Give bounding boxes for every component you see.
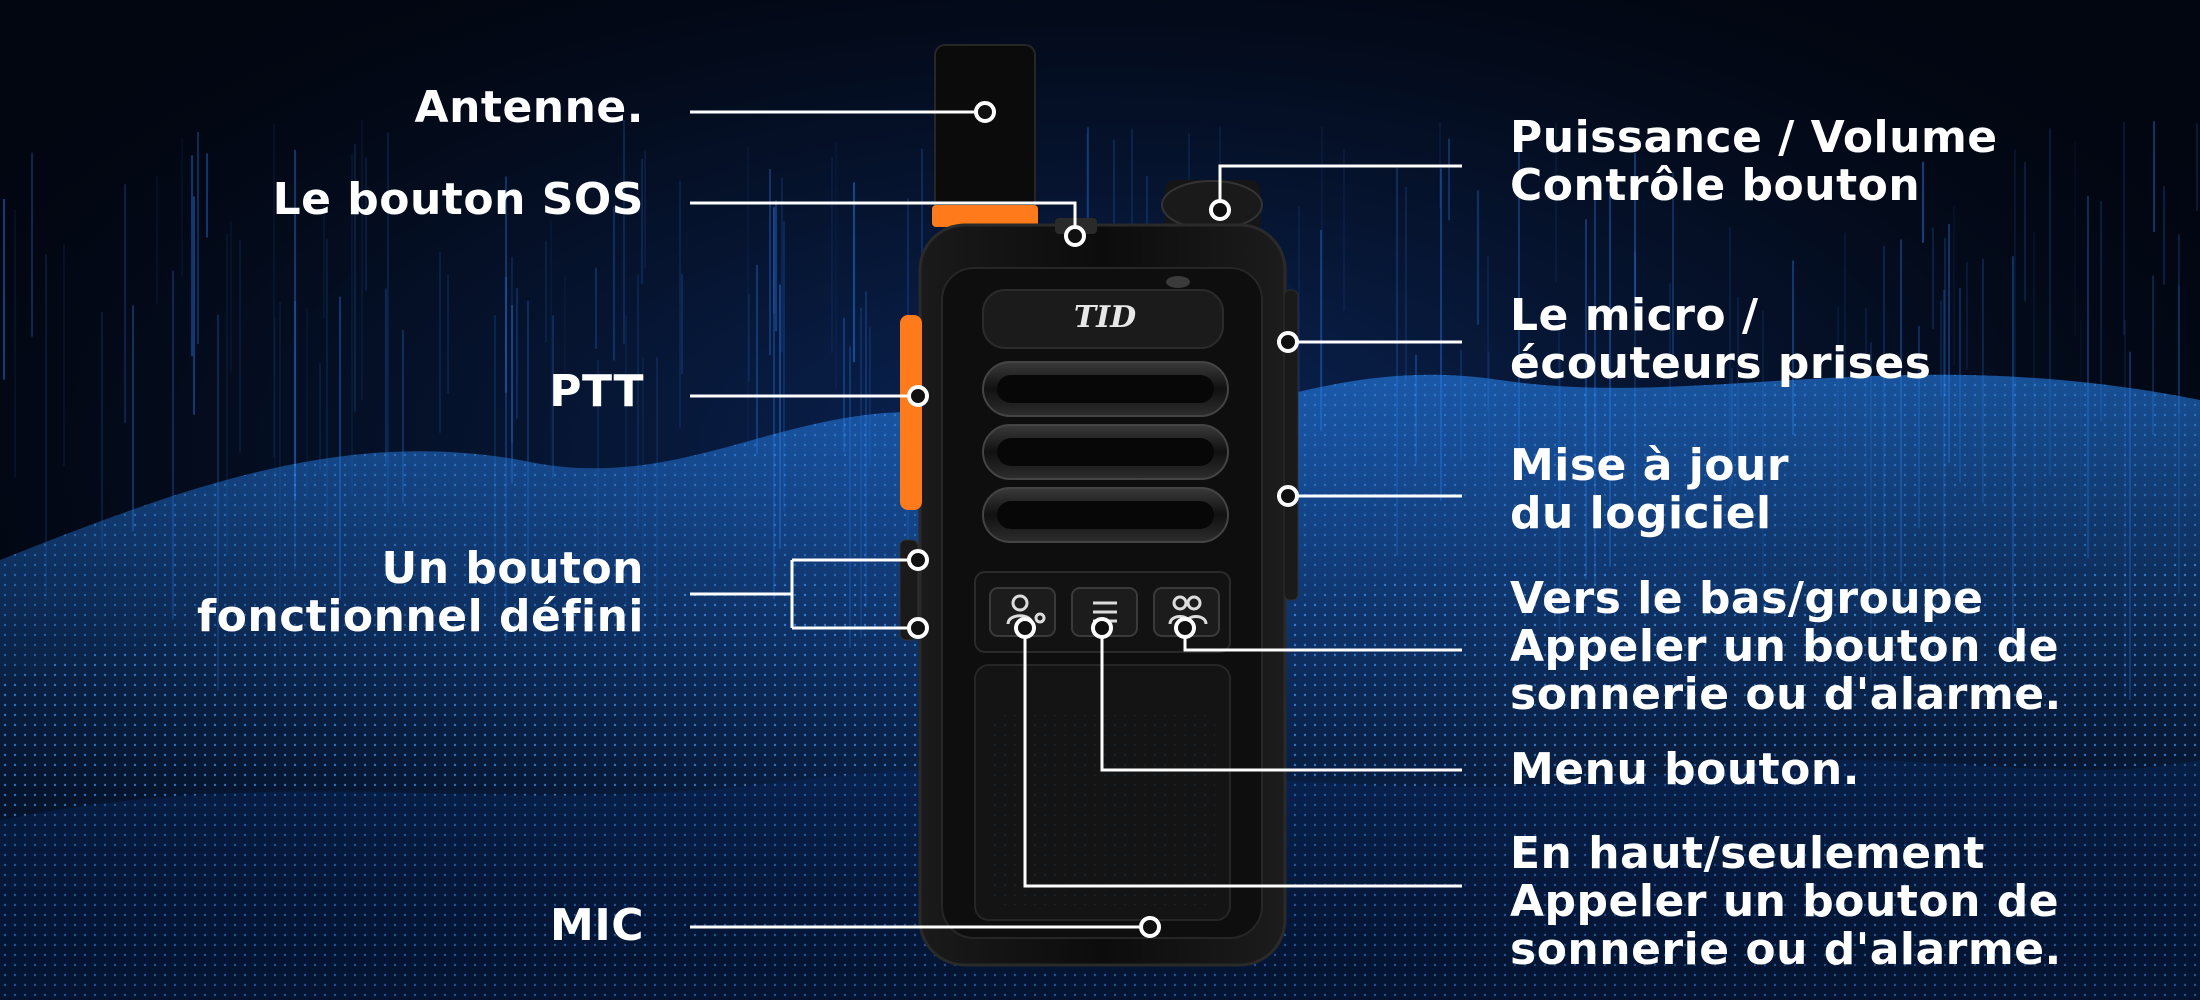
pin-marker bbox=[1174, 617, 1196, 639]
label-down-group: Vers le bas/groupe Appeler un bouton de … bbox=[1510, 575, 2062, 719]
label-mic-earphone: Le micro / écouteurs prises bbox=[1510, 292, 1931, 388]
label-software-update: Mise à jour du logiciel bbox=[1510, 442, 1789, 538]
pin-marker bbox=[1277, 331, 1299, 353]
label-up-only: En haut/seulement Appeler un bouton de s… bbox=[1510, 830, 2062, 974]
leader-line bbox=[690, 201, 1077, 232]
pin-marker bbox=[1091, 617, 1113, 639]
label-menu: Menu bouton. bbox=[1510, 744, 1860, 795]
label-line: Puissance / Volume bbox=[1510, 112, 1998, 163]
leader-line bbox=[1218, 164, 1462, 210]
label-power-volume: Puissance / Volume Contrôle bouton bbox=[1510, 114, 1998, 210]
label-line: Contrôle bouton bbox=[1510, 160, 1921, 211]
pin-marker bbox=[1064, 225, 1086, 247]
label-sos-button: Le bouton SOS bbox=[272, 174, 644, 225]
label-line: Mise à jour bbox=[1510, 440, 1790, 491]
label-line: Un bouton bbox=[381, 543, 644, 594]
label-line: sonnerie ou d'alarme. bbox=[1510, 669, 2062, 720]
label-antenna: Antenne. bbox=[414, 82, 644, 133]
pin-marker bbox=[1014, 617, 1036, 639]
label-line: Vers le bas/groupe bbox=[1510, 573, 1984, 624]
label-line: du logiciel bbox=[1510, 488, 1772, 539]
pin-marker bbox=[907, 385, 929, 407]
pin-marker bbox=[1209, 199, 1231, 221]
label-line: écouteurs prises bbox=[1510, 338, 1932, 389]
label-line: sonnerie ou d'alarme. bbox=[1510, 924, 2062, 975]
label-line: Le micro / bbox=[1510, 290, 1759, 341]
label-line: En haut/seulement bbox=[1510, 828, 1985, 879]
pin-marker bbox=[1277, 485, 1299, 507]
leader-line bbox=[1183, 628, 1462, 652]
label-line: fonctionnel défini bbox=[197, 591, 644, 642]
leader-line bbox=[1100, 628, 1462, 772]
label-line: Appeler un bouton de bbox=[1510, 876, 2060, 927]
label-ptt: PTT bbox=[549, 366, 644, 417]
label-line: Appeler un bouton de bbox=[1510, 621, 2060, 672]
pin-marker bbox=[907, 549, 929, 571]
pin-marker bbox=[907, 617, 929, 639]
brand-logo: TID bbox=[1073, 300, 1137, 335]
label-mic: MIC bbox=[550, 900, 644, 951]
label-function-button: Un bouton fonctionnel défini bbox=[197, 545, 644, 641]
pin-marker bbox=[974, 101, 996, 123]
pin-marker bbox=[1139, 916, 1161, 938]
leader-line bbox=[1023, 628, 1462, 888]
